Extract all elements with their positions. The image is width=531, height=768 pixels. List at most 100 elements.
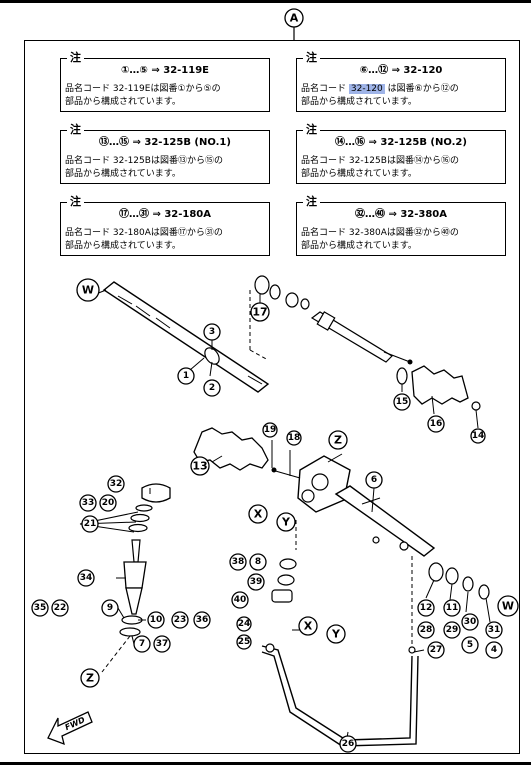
boot-right [396, 365, 481, 411]
callout-label: 38 [232, 557, 245, 567]
note-4: 注 ⑭…⑯ ⇒ 32-125B (NO.2) 品名コード 32-125Bは図番⑭… [296, 123, 506, 184]
callout-circle [461, 613, 479, 631]
note-line1: 品名コード 32-120 は図番⑥から⑫の [301, 84, 459, 94]
callout-circle [247, 573, 265, 591]
callout-n39: 39 [247, 573, 265, 591]
callout-circle [365, 471, 383, 489]
callout-w1: W [76, 278, 100, 302]
note-line2: 部品から構成されています。 [65, 241, 181, 251]
callout-n35: 35 [31, 599, 49, 617]
callout-n15: 15 [393, 393, 411, 411]
diagram-frame [24, 40, 520, 754]
top-rule [0, 0, 531, 3]
callout-circle [229, 553, 247, 571]
tie-rod-assembly [249, 275, 413, 365]
note-line2: 部品から構成されています。 [301, 169, 417, 179]
callout-circle [249, 553, 267, 571]
callout-label: X [254, 508, 263, 521]
callout-n26: 26 [339, 735, 357, 753]
callout-n40: 40 [231, 591, 249, 609]
callout-n38: 38 [229, 553, 247, 571]
hydraulic-pipes [261, 629, 419, 749]
callout-circle [427, 415, 445, 433]
callout-n37: 37 [153, 635, 171, 653]
callout-circle [485, 621, 503, 639]
callout-circle [236, 634, 252, 650]
note-3: 注 ⑬…⑮ ⇒ 32-125B (NO.1) 品名コード 32-125Bは図番⑬… [60, 123, 270, 184]
callout-circle [417, 599, 435, 617]
note-1: 注 ①…⑤ ⇒ 32-119E 品名コード 32-119Eは図番①から⑤の 部品… [60, 51, 270, 112]
callout-circle [79, 494, 97, 512]
small-parts [271, 558, 297, 603]
callout-n33: 33 [79, 494, 97, 512]
callout-circle [276, 512, 296, 532]
note-line2: 部品から構成されています。 [301, 241, 417, 251]
callout-label: 39 [250, 577, 263, 587]
callout-label: 8 [255, 557, 261, 567]
callout-n10: 10 [147, 611, 165, 629]
callout-label: 37 [156, 639, 169, 649]
callout-label: 1 [183, 371, 189, 381]
callout-n7: 7 [133, 635, 151, 653]
callout-label: X [304, 620, 313, 633]
callout-n6: 6 [365, 471, 383, 489]
callout-label: 34 [80, 573, 93, 583]
callout-circle [203, 379, 221, 397]
note-line2: 部品から構成されています。 [65, 97, 181, 107]
callout-label: 22 [54, 603, 67, 613]
fwd-arrow-icon: FWD [47, 711, 93, 746]
callout-n28: 28 [417, 621, 435, 639]
callout-n13: 13 [190, 456, 210, 476]
callout-circle [298, 616, 318, 636]
note-line1: 品名コード 32-125Bは図番⑭から⑯の [301, 156, 459, 166]
pinion-assembly [79, 483, 171, 673]
callout-label: 16 [430, 419, 443, 429]
note-head: ⑰…㉛ ⇒ 32-180A [118, 209, 212, 220]
callout-n3: 3 [203, 323, 221, 341]
callout-circle [326, 624, 346, 644]
callout-circle [147, 611, 165, 629]
callout-circle [393, 393, 411, 411]
callout-label: 29 [446, 625, 459, 635]
callout-label: 13 [192, 460, 207, 473]
callout-n8: 8 [249, 553, 267, 571]
callout-label: 40 [234, 595, 247, 605]
callout-circle [81, 515, 99, 533]
callout-label: 19 [264, 425, 277, 435]
callout-label: 9 [107, 603, 113, 613]
callout-circle [153, 635, 171, 653]
callout-y1: Y [276, 512, 296, 532]
note-tag: 注 [67, 123, 84, 136]
note-tag: 注 [303, 123, 320, 136]
note-tag: 注 [67, 51, 84, 64]
callout-circle [443, 621, 461, 639]
callout-circle [470, 428, 486, 444]
callout-n27: 27 [427, 641, 445, 659]
callout-circle [76, 278, 100, 302]
callout-n20: 20 [99, 494, 117, 512]
callout-n2: 2 [203, 379, 221, 397]
callout-circle [51, 599, 69, 617]
note-tag: 注 [303, 195, 320, 208]
callout-n22: 22 [51, 599, 69, 617]
callout-label: 6 [371, 475, 377, 485]
callout-circle [417, 621, 435, 639]
callout-circle [190, 456, 210, 476]
note-head: ⑥…⑫ ⇒ 32-120 [359, 65, 443, 76]
callout-n23: 23 [171, 611, 189, 629]
note-tag: 注 [303, 51, 320, 64]
callout-n16: 16 [427, 415, 445, 433]
callout-label: 27 [430, 645, 443, 655]
callout-circle [193, 611, 211, 629]
highlighted-code: 32-120 [348, 84, 385, 94]
callout-x1: X [248, 504, 268, 524]
callout-circle [107, 475, 125, 493]
callout-label: 18 [288, 433, 301, 443]
note-line1: 品名コード 32-180Aは図番⑰から㉛の [65, 228, 223, 238]
note-head: ㉜…㊵ ⇒ 32-380A [354, 209, 448, 220]
callout-label: 4 [491, 645, 497, 655]
note-6: 注 ㉜…㊵ ⇒ 32-380A 品名コード 32-380Aは図番㉜から㊵の 部品… [296, 195, 506, 256]
callout-label: 15 [396, 397, 409, 407]
note-head: ⑭…⑯ ⇒ 32-125B (NO.2) [335, 137, 467, 148]
